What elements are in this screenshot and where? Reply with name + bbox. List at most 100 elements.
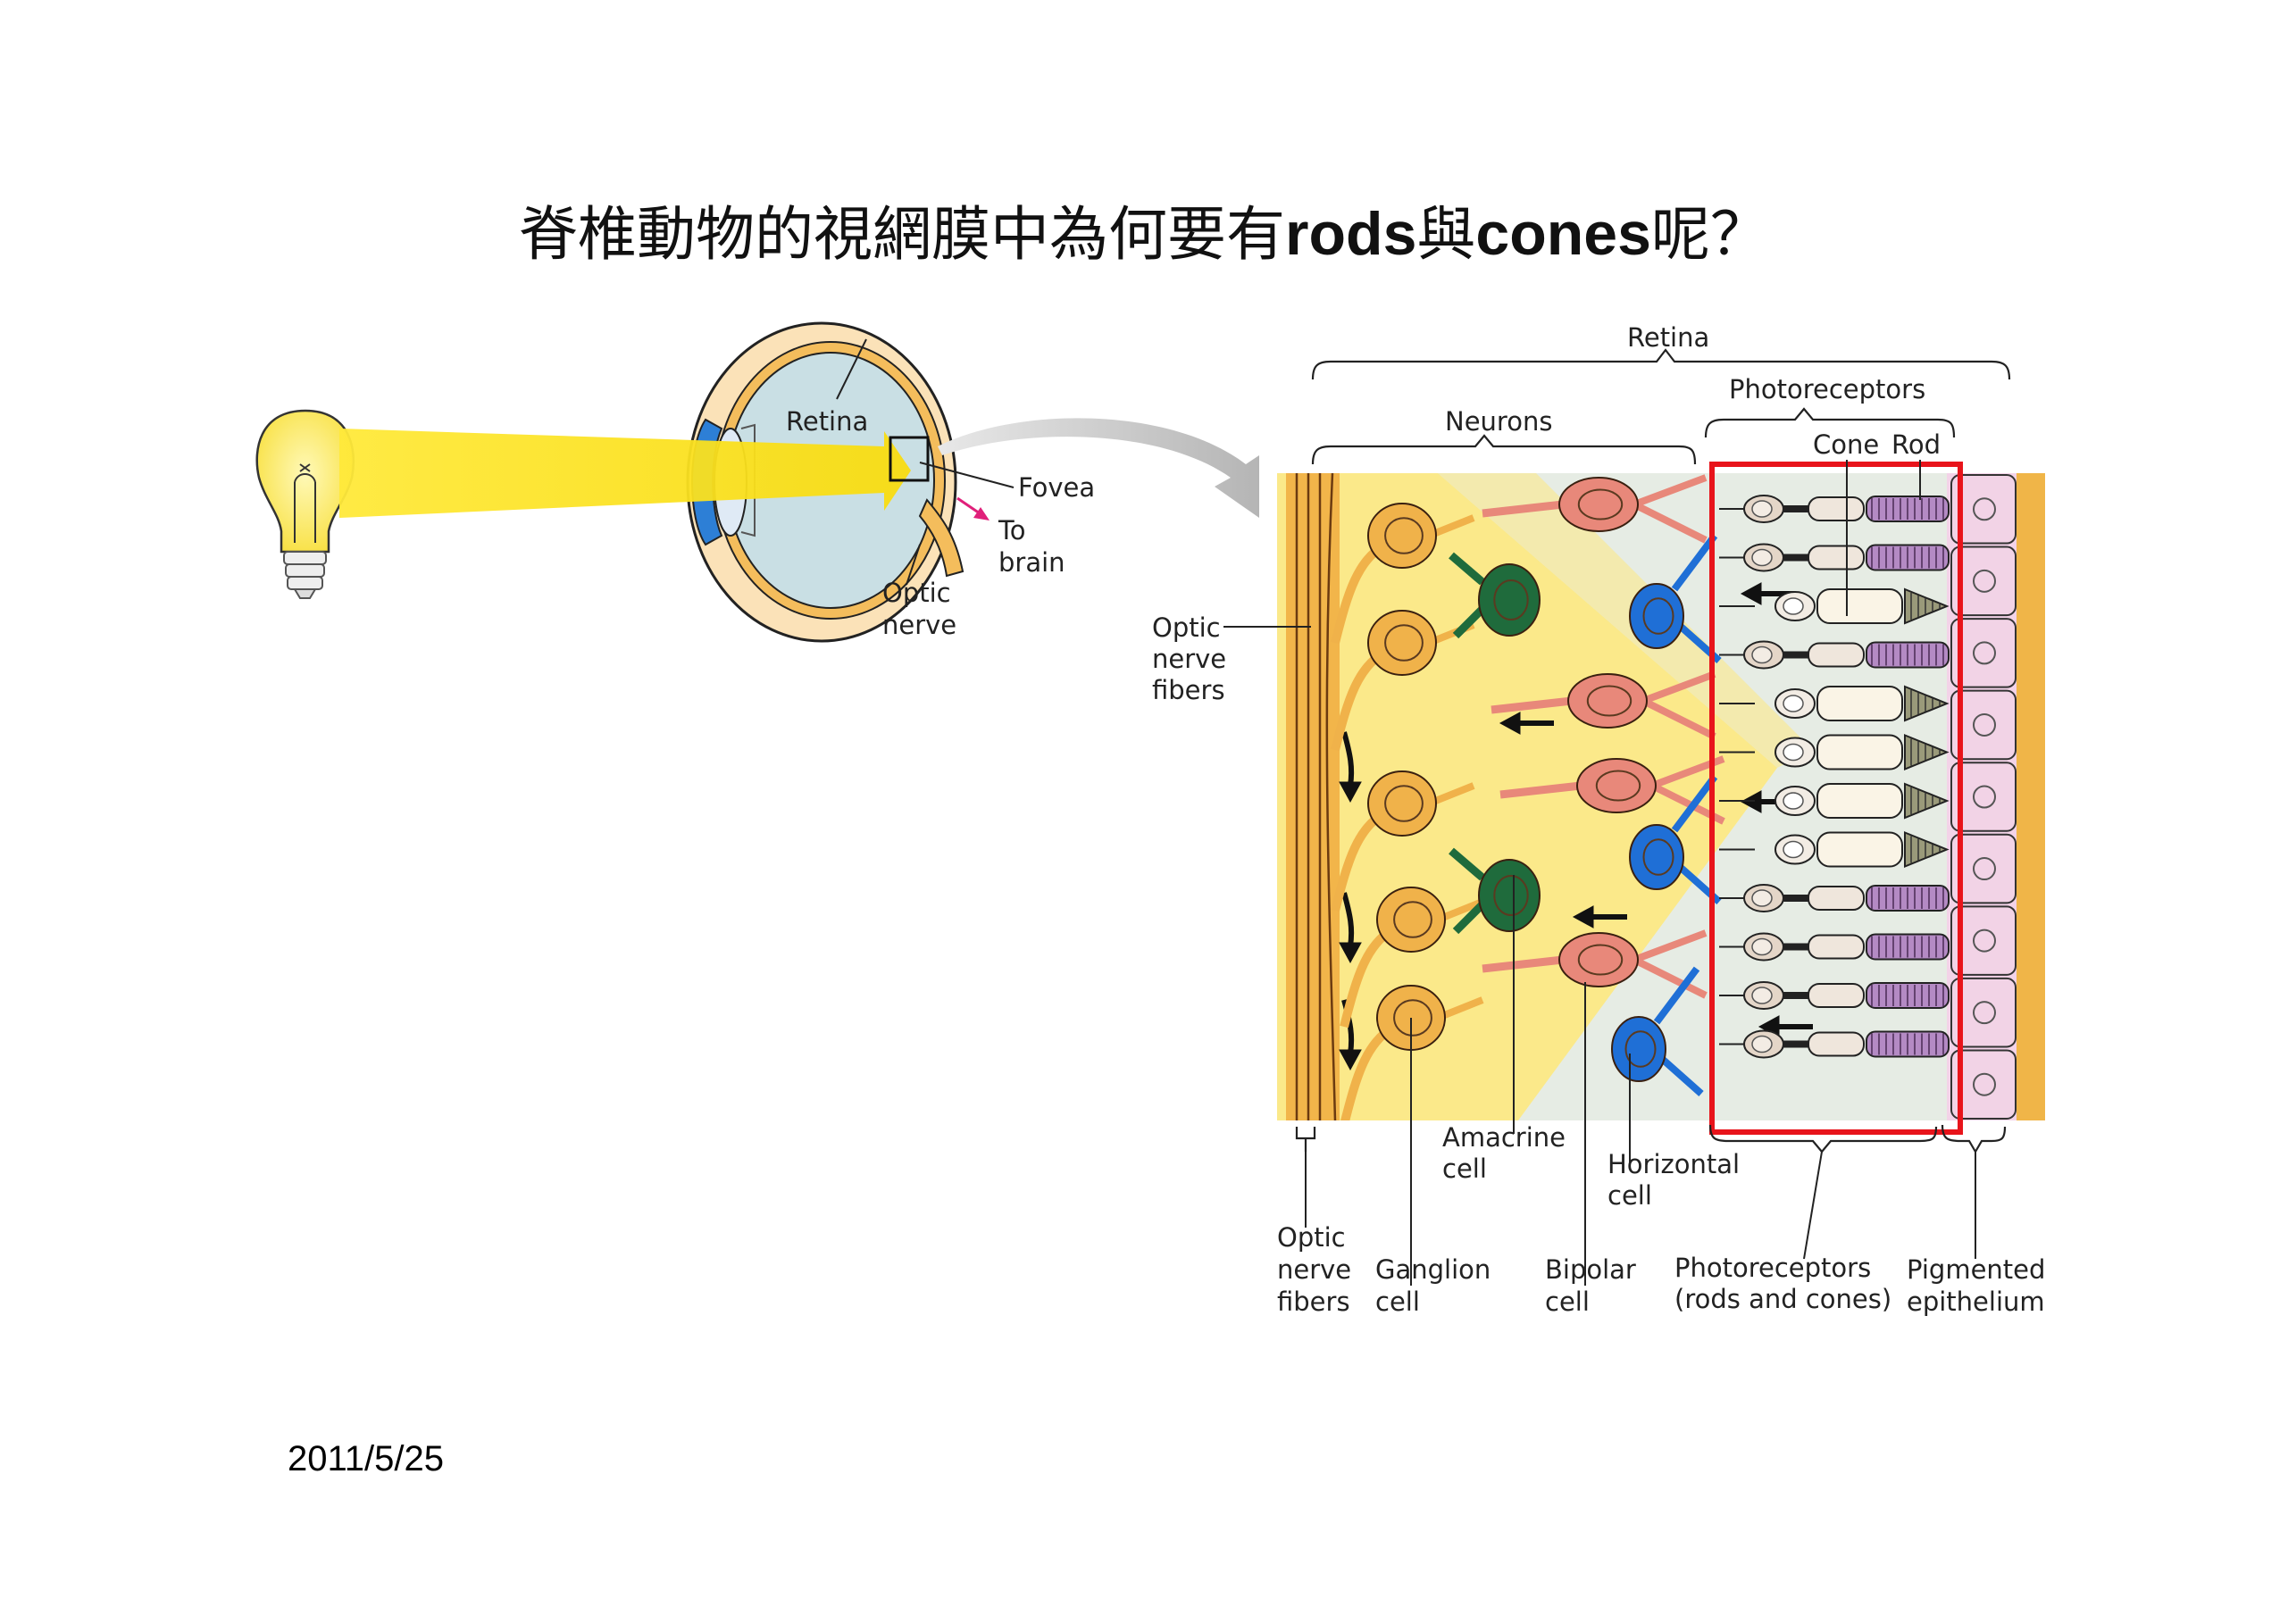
label-side-fibers: fibers: [1152, 675, 1225, 705]
horizontal-cell-body: [1629, 583, 1684, 649]
epithelium-nucleus: [1973, 497, 1996, 521]
bipolar-cell-body: [1567, 673, 1648, 729]
ganglion-cell-body: [1367, 770, 1437, 837]
fovea-box: [889, 436, 930, 482]
cone-cell: [1719, 685, 1950, 722]
epithelium-cell: [1950, 618, 2017, 688]
ganglion-cell: [1367, 770, 1437, 837]
amacrine-cell-nucleus: [1493, 579, 1529, 620]
horizontal-cell: [1629, 583, 1684, 649]
horizontal-cell-nucleus: [1642, 597, 1674, 635]
eye-label-brain: brain: [998, 547, 1065, 578]
ganglion-cell-body: [1376, 887, 1446, 953]
label-bipolar: Bipolar: [1545, 1254, 1636, 1285]
photoreceptor-highlight-box: [1709, 462, 1963, 1135]
epithelium-cell: [1950, 474, 2017, 545]
rod-cell: [1719, 932, 1950, 962]
amacrine-cell-body: [1478, 563, 1541, 637]
bipolar-cell: [1567, 673, 1648, 729]
ganglion-cell-body: [1367, 610, 1437, 676]
bipolar-dendrite: [1482, 955, 1564, 973]
title-part: cones: [1475, 200, 1651, 268]
bipolar-cell-nucleus: [1577, 488, 1624, 521]
to-brain-arrow: [956, 496, 990, 521]
rod-cell: [1719, 884, 1950, 912]
pigmented-epithelium: [1950, 474, 2017, 1120]
ganglion-cell-nucleus: [1384, 624, 1424, 662]
rod-nucleus: [1751, 889, 1773, 907]
rod-nucleus: [1751, 987, 1773, 1004]
rod-cell: [1719, 640, 1950, 670]
cone-cell: [1719, 734, 1950, 770]
eye-figure: Retina Fovea To brain Optic nerve: [255, 321, 1259, 643]
epithelium-cell: [1950, 762, 2017, 832]
eye-label-fovea: Fovea: [1018, 472, 1095, 503]
eye-label-optic: Optic: [882, 578, 951, 608]
amacrine-process: [1449, 847, 1486, 935]
title-part: rods: [1285, 200, 1417, 268]
bipolar-cell-nucleus: [1577, 944, 1624, 976]
epithelium-cell: [1950, 905, 2017, 976]
bipolar-cell-nucleus: [1586, 685, 1632, 717]
title-part: 呢？: [1650, 200, 1769, 269]
rod-inner-segment: [1808, 1031, 1865, 1057]
rod-inner-segment: [1808, 545, 1865, 570]
cone-nucleus: [1783, 695, 1804, 712]
horizontal-cell-nucleus: [1624, 1030, 1657, 1068]
epithelium-cell: [1950, 689, 2017, 761]
bipolar-cell-body: [1558, 477, 1639, 532]
cone-inner-segment: [1816, 686, 1903, 721]
label-amacrine-cell: cell: [1442, 1153, 1487, 1184]
rod-cell: [1719, 543, 1950, 572]
bipolar-cell: [1558, 477, 1639, 532]
horizontal-process: [1653, 966, 1704, 1096]
epithelium-cell: [1950, 545, 2017, 617]
rod-inner-segment: [1808, 642, 1865, 668]
cone-cell: [1719, 587, 1950, 625]
ganglion-cell: [1367, 503, 1437, 569]
rod-inner-segment: [1808, 934, 1865, 960]
slide-title: 脊椎動物的視網膜中為何要有rods與cones呢？: [0, 198, 2288, 271]
brackets-top: [1311, 348, 2011, 465]
cone-inner-segment: [1816, 831, 1903, 868]
cone-nucleus: [1783, 792, 1804, 810]
ganglion-cell-nucleus: [1393, 999, 1432, 1037]
rod-cell: [1719, 981, 1950, 1010]
epithelium-nucleus: [1973, 712, 1996, 737]
rod-inner-segment: [1808, 886, 1865, 911]
ganglion-cell-nucleus: [1393, 901, 1432, 938]
horizontal-cell: [1611, 1016, 1666, 1082]
cone-inner-segment: [1816, 734, 1903, 770]
label-neurons: Neurons: [1445, 406, 1552, 437]
rod-inner-segment: [1808, 983, 1865, 1008]
epithelium-nucleus: [1973, 1072, 1996, 1096]
amacrine-cell-nucleus: [1493, 875, 1529, 916]
bipolar-cell-body: [1576, 758, 1657, 813]
rod-nucleus: [1751, 1035, 1773, 1054]
photoreceptor-layer: [1719, 495, 1950, 1059]
title-part: 脊椎動物的視網膜中為何要有: [519, 200, 1286, 269]
bipolar-axon: [1641, 670, 1716, 740]
retina-figure: Retina Neurons Photoreceptors Cone Rod: [1152, 322, 2045, 1317]
bipolar-cell-nucleus: [1595, 770, 1641, 802]
label-ganglion: Ganglion: [1375, 1254, 1491, 1285]
label-rods-and-cones: (rods and cones): [1674, 1284, 1891, 1314]
label-optic-bottom-2: nerve: [1277, 1254, 1351, 1285]
cone-cell: [1719, 782, 1950, 820]
label-bipolar-cell: cell: [1545, 1287, 1590, 1317]
amacrine-process: [1449, 552, 1486, 639]
horizontal-cell-nucleus: [1642, 838, 1674, 876]
horizontal-cell-body: [1611, 1016, 1666, 1082]
label-retina: Retina: [1627, 322, 1709, 353]
label-horizontal: Horizontal: [1607, 1149, 1740, 1179]
bipolar-cell: [1558, 932, 1639, 987]
cone-nucleus: [1783, 743, 1804, 762]
zoom-arrow: [938, 418, 1259, 518]
epithelium-nucleus: [1973, 1001, 1996, 1025]
bipolar-dendrite: [1482, 500, 1564, 518]
cone-nucleus: [1783, 597, 1804, 615]
slide-date: 2011/5/25: [288, 1439, 444, 1478]
epithelium-nucleus: [1973, 857, 1996, 881]
label-amacrine: Amacrine: [1442, 1122, 1566, 1153]
